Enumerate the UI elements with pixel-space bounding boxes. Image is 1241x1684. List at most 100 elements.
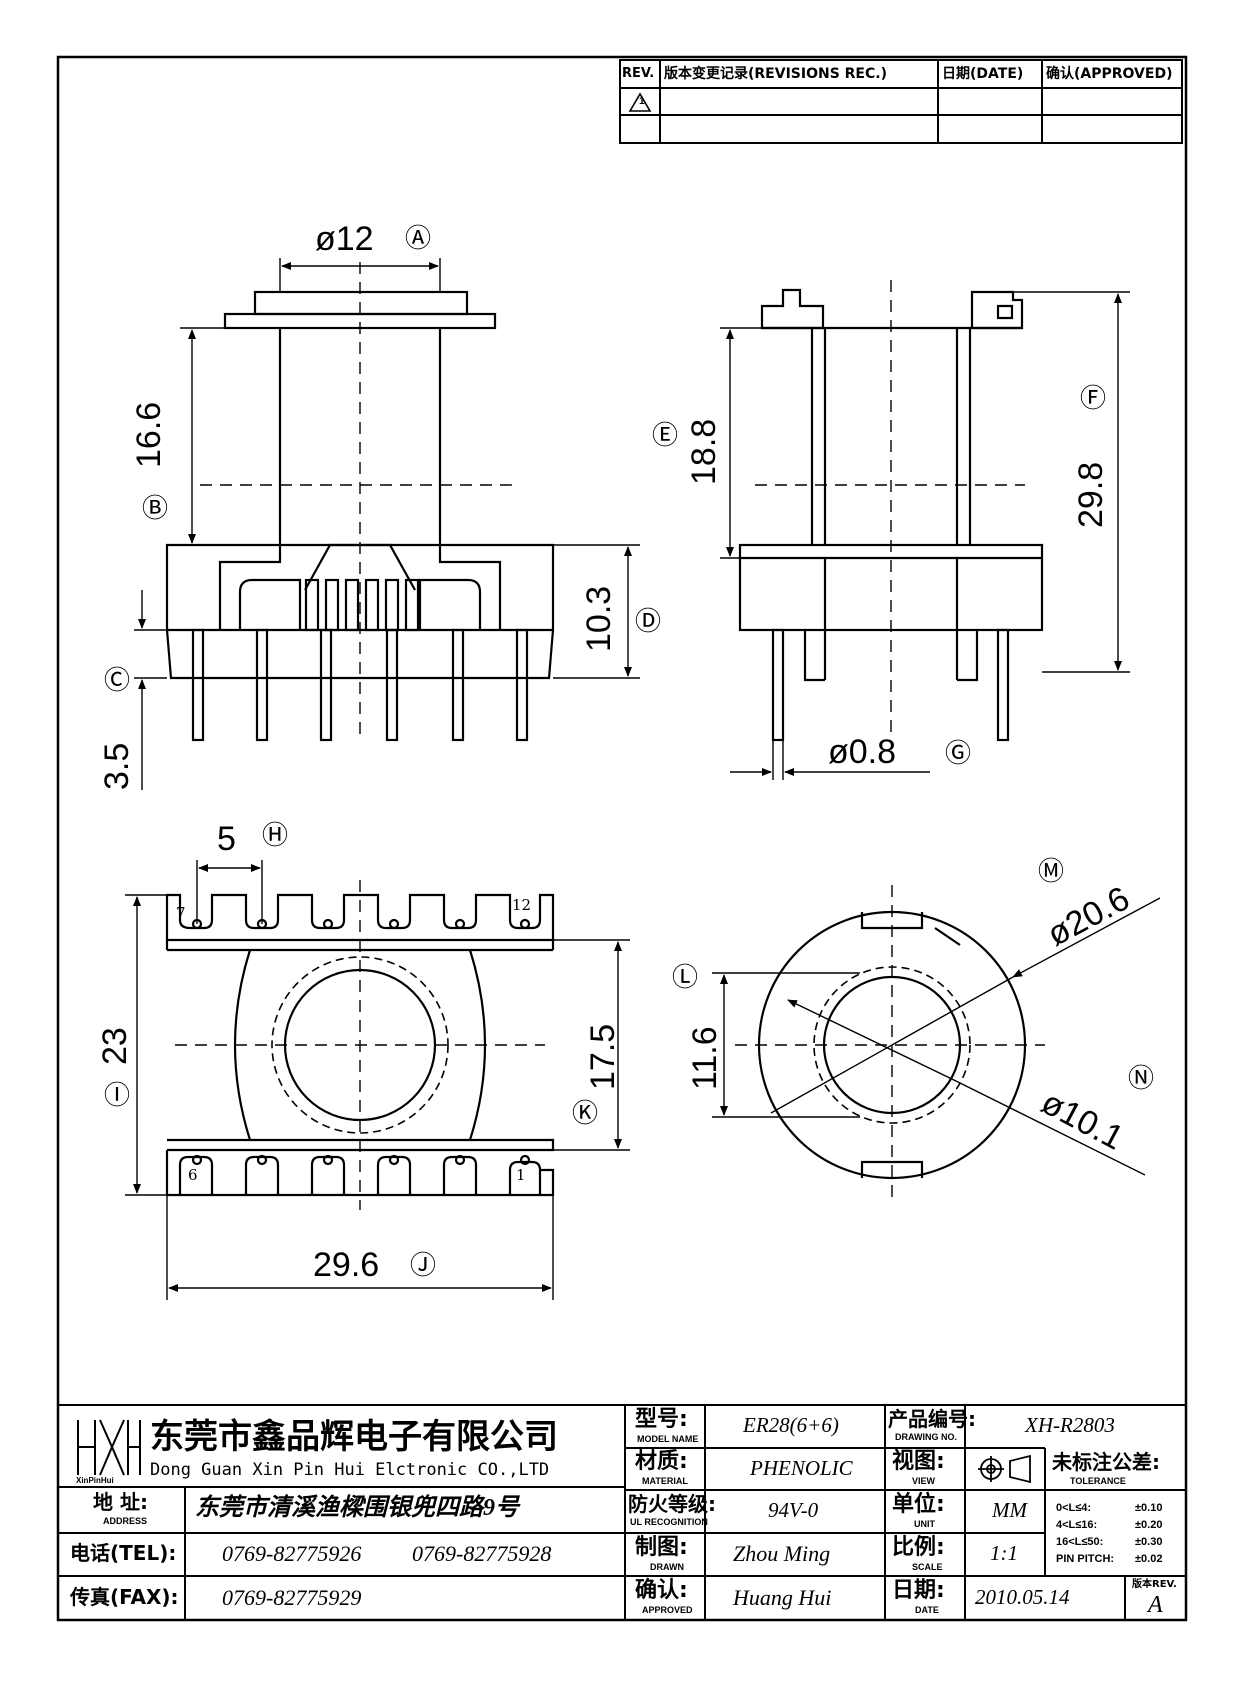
drawing-no-label: 产品编号: bbox=[888, 1407, 976, 1431]
tag-d: Ⓓ bbox=[635, 606, 662, 636]
tag-a: Ⓐ bbox=[405, 223, 432, 253]
address-label: 地 址: bbox=[93, 1490, 148, 1514]
ul-label: 防火等级: bbox=[628, 1492, 716, 1516]
dim-17-5: 17.5 bbox=[584, 1023, 622, 1090]
address-value: 东莞市清溪渔樑围银兜四路9号 bbox=[195, 1495, 519, 1521]
drawn-value: Zhou Ming bbox=[733, 1541, 831, 1566]
view-label: 视图: bbox=[892, 1449, 945, 1474]
tolerance-range-3: 16<L≤50: bbox=[1056, 1536, 1104, 1548]
scale-value: 1:1 bbox=[990, 1541, 1018, 1565]
tel-label: 电话(TEL): bbox=[70, 1541, 177, 1565]
dim-diameter-0-8: ø0.8 bbox=[828, 733, 897, 771]
unit-label: 单位: bbox=[892, 1492, 945, 1517]
rev-symbol: 1 bbox=[639, 96, 645, 107]
front-view-dimensions bbox=[134, 258, 640, 790]
revision-block bbox=[619, 59, 1183, 144]
rev-triangle-icon bbox=[628, 92, 652, 112]
tolerance-value-2: ±0.20 bbox=[1135, 1519, 1163, 1531]
side-view-centerlines bbox=[755, 280, 1025, 740]
bottom-view-centerlines bbox=[175, 880, 545, 1210]
approved-label: 确认: bbox=[635, 1578, 688, 1603]
view-label-en: VIEW bbox=[912, 1476, 936, 1486]
bottom-view-hidden bbox=[271, 956, 449, 1134]
tag-i: Ⓘ bbox=[104, 1080, 131, 1110]
tolerance-value-4: ±0.02 bbox=[1135, 1553, 1163, 1565]
unit-value: MM bbox=[992, 1498, 1027, 1522]
side-view bbox=[738, 288, 1044, 742]
tolerance-range-4: PIN PITCH: bbox=[1056, 1553, 1115, 1565]
dim-pitch-5: 5 bbox=[217, 820, 236, 858]
tolerance-range-1: 0<L≤4: bbox=[1056, 1502, 1092, 1514]
drawing-no-label-en: DRAWING NO. bbox=[895, 1432, 957, 1442]
rev-label: 版本REV. bbox=[1132, 1579, 1177, 1590]
fax-label: 传真(FAX): bbox=[70, 1585, 179, 1609]
model-value: ER28(6+6) bbox=[743, 1413, 839, 1437]
drawing-no-value: XH-R2803 bbox=[1025, 1413, 1115, 1437]
date-label-en: DATE bbox=[915, 1605, 939, 1615]
dim-23: 23 bbox=[96, 1027, 134, 1065]
material-label-en: MATERIAL bbox=[642, 1476, 688, 1486]
unit-label-en: UNIT bbox=[914, 1519, 935, 1529]
tolerance-label-en: TOLERANCE bbox=[1070, 1476, 1126, 1486]
tolerance-value-1: ±0.10 bbox=[1135, 1502, 1163, 1514]
tolerance-range-2: 4<L≤16: bbox=[1056, 1519, 1098, 1531]
tag-b: Ⓑ bbox=[142, 493, 169, 523]
scale-label: 比例: bbox=[892, 1535, 945, 1560]
material-value: PHENOLIC bbox=[750, 1456, 853, 1480]
dim-11-6: 11.6 bbox=[686, 1026, 724, 1090]
logo-icon bbox=[77, 1419, 141, 1476]
front-view-centerlines bbox=[200, 262, 520, 740]
approved-label-en: APPROVED bbox=[642, 1605, 693, 1615]
tag-m: Ⓜ bbox=[1038, 856, 1065, 886]
scale-label-en: SCALE bbox=[912, 1562, 943, 1572]
dim-3-5: 3.5 bbox=[98, 742, 136, 790]
tolerance-label: 未标注公差: bbox=[1052, 1450, 1160, 1474]
pin-12-label: 12 bbox=[512, 896, 532, 914]
pin-6-label: 6 bbox=[188, 1166, 198, 1184]
model-label-en: MODEL NAME bbox=[637, 1434, 699, 1444]
pin-1-label: 1 bbox=[516, 1166, 526, 1184]
tag-l: Ⓛ bbox=[672, 962, 699, 992]
tag-n: Ⓝ bbox=[1128, 1063, 1155, 1093]
drawn-label: 制图: bbox=[635, 1535, 688, 1560]
approved-header: 确认(APPROVED) bbox=[1046, 66, 1173, 82]
date-header: 日期(DATE) bbox=[942, 66, 1024, 82]
dim-29-8: 29.8 bbox=[1072, 461, 1110, 528]
date-label: 日期: bbox=[892, 1578, 945, 1603]
dim-16-6: 16.6 bbox=[130, 401, 168, 468]
tag-c: Ⓒ bbox=[104, 665, 131, 695]
ul-label-en: UL RECOGNITION bbox=[630, 1517, 708, 1527]
title-block-grid bbox=[58, 1404, 1186, 1620]
dim-diameter-12: ø12 bbox=[315, 220, 374, 258]
side-view-dimensions bbox=[720, 291, 1130, 780]
material-label: 材质: bbox=[635, 1449, 688, 1474]
company-name-en: Dong Guan Xin Pin Hui Elctronic CO.,LTD bbox=[150, 1460, 550, 1480]
bottom-view-dimensions bbox=[125, 860, 630, 1300]
dim-29-6: 29.6 bbox=[313, 1246, 380, 1284]
tag-j: Ⓙ bbox=[410, 1250, 437, 1280]
top-view-centerlines bbox=[735, 885, 1045, 1205]
model-label: 型号: bbox=[635, 1407, 688, 1432]
logo-text: XinPinHui bbox=[76, 1476, 114, 1485]
tag-k: Ⓚ bbox=[572, 1098, 599, 1128]
tag-g: Ⓖ bbox=[945, 738, 972, 768]
company-name-cn: 东莞市鑫品辉电子有限公司 bbox=[150, 1417, 558, 1457]
tel-1: 0769-82775926 bbox=[222, 1541, 362, 1566]
drawing-border bbox=[56, 55, 1188, 1622]
drawn-label-en: DRAWN bbox=[650, 1562, 684, 1572]
fax-value: 0769-82775929 bbox=[222, 1585, 362, 1610]
tolerance-value-3: ±0.30 bbox=[1135, 1536, 1163, 1548]
ul-value: 94V-0 bbox=[768, 1498, 819, 1522]
tag-f: Ⓕ bbox=[1080, 383, 1107, 413]
approved-value: Huang Hui bbox=[733, 1585, 832, 1610]
top-view-dimensions bbox=[712, 897, 1161, 1176]
dim-18-8: 18.8 bbox=[685, 418, 723, 485]
tag-e: Ⓔ bbox=[652, 420, 679, 450]
tel-2: 0769-82775928 bbox=[412, 1541, 552, 1566]
revision-record-header: 版本变更记录(REVISIONS REC.) bbox=[664, 66, 887, 82]
rev-header: REV. bbox=[622, 66, 655, 81]
dim-10-3: 10.3 bbox=[580, 585, 618, 652]
pin-7-label: 7 bbox=[176, 904, 186, 922]
projection-symbol-icon bbox=[978, 1454, 1031, 1484]
